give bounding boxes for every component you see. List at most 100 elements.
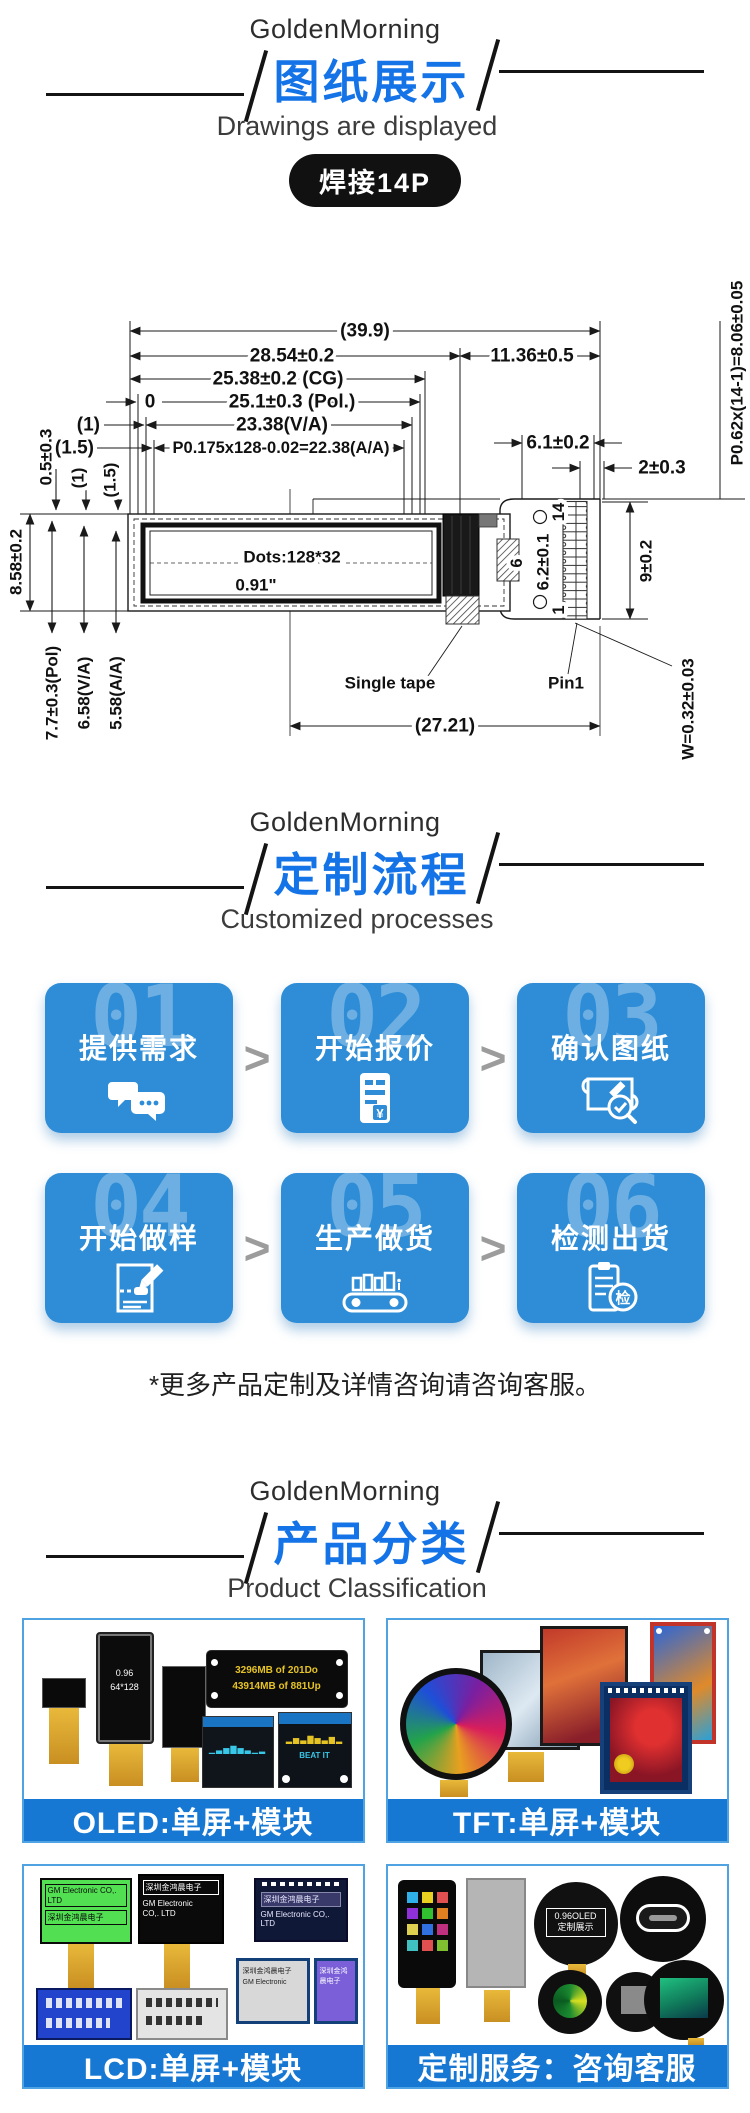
dim-2: 2±0.3: [638, 458, 685, 479]
dim-2721: (27.21): [415, 716, 475, 737]
custom-round-green: [537, 1970, 602, 2034]
label-single-tape: Single tape: [345, 674, 436, 693]
category-card-lcd: GM Electronic CO,. LTD 深圳金鸿晨电子 深圳金鸿晨电子 G…: [21, 1864, 365, 2089]
single-tape-area: [445, 595, 480, 625]
screw-hole: [703, 1628, 710, 1634]
badge-row: 焊接14P: [0, 154, 750, 207]
drawings-title-row: 图纸展示: [0, 38, 750, 123]
products-section-header: GoldenMorning 产品分类 Product Classificatio…: [0, 1476, 750, 1604]
step-number: 01: [90, 983, 191, 1067]
category-banner-custom: 定制服务：咨询客服: [387, 2045, 727, 2087]
brand-text: GoldenMorning: [249, 1476, 441, 1506]
screen-equalizer: ▂▅▃▇▅▃▆▂: [285, 1735, 344, 1744]
process-section-header: GoldenMorning 定制流程 Customized processes: [0, 807, 750, 935]
step-label: 开始报价: [314, 1033, 435, 1064]
screw-hole: [339, 1775, 348, 1783]
round-screen-window: [635, 1904, 690, 1932]
slash-decoration: [475, 38, 500, 112]
process-step-3: 03 确认图纸: [517, 983, 705, 1133]
dim-6: 6: [508, 558, 526, 567]
dim-2854: 28.54±0.2: [250, 346, 334, 367]
dim-overall: (39.9): [340, 321, 390, 342]
category-banner-oled: OLED:单屏+模块: [23, 1799, 363, 1841]
pin-connector: [562, 500, 588, 620]
flow-arrow: >: [243, 1032, 271, 1084]
svg-text:¥: ¥: [376, 1106, 384, 1121]
chat-icon: [45, 1077, 233, 1125]
blueprint-check-icon: [517, 1071, 705, 1125]
screen-text: 深圳金鸿晨电子: [260, 1892, 341, 1907]
screen-text: BEAT IT: [299, 1751, 330, 1760]
step-number: 02: [326, 983, 427, 1067]
dim-pin-pitch: P0.62x(14-1)=8.06±0.05: [728, 281, 747, 466]
oled-module-small: [41, 1678, 86, 1708]
screen-text: GM Electronic CO,. LTD: [44, 1884, 127, 1908]
lcd-module-gray: 深圳金鸿晨电子 GM Electronic: [235, 1958, 310, 2024]
label-size: 0.91": [235, 576, 276, 595]
screen-text: 深圳金鸿晨电子: [44, 1910, 127, 1926]
step-label: 确认图纸: [550, 1033, 671, 1064]
process-step-5: 05 生产做货: [281, 1173, 469, 1323]
section-title: 图纸展示: [273, 56, 470, 108]
section-subtitle: Drawings are displayed: [216, 111, 498, 141]
step-label: 生产做货: [314, 1223, 435, 1254]
step-number: 06: [562, 1173, 663, 1257]
process-step-6: 06 检测出货 检: [517, 1173, 705, 1323]
pcb-pin-strip: [278, 1713, 351, 1724]
screen-text-lines: [45, 2018, 110, 2028]
dim-1136: 11.36±0.5: [490, 346, 574, 367]
custom-phone-blank: [465, 1878, 526, 1988]
category-card-tft: TFT:单屏+模块: [385, 1618, 729, 1843]
flow-arrow: >: [243, 1222, 271, 1274]
pcb-pin-strip: [261, 1882, 342, 1886]
lcd-module-purple: 深圳金鸿晨电子: [313, 1958, 358, 2024]
oled-photo-mock: 0.96 64*128 3296MB of 201Do 43914MB of 8…: [23, 1620, 363, 1799]
fpc-cable: [415, 1988, 440, 2024]
product-category-grid: 0.96 64*128 3296MB of 201Do 43914MB of 8…: [21, 1618, 729, 2089]
step-label: 开始做样: [78, 1223, 199, 1254]
dim-05: 0.5±0.3: [37, 429, 56, 486]
dim-77pol: 7.7±0.3(Pol): [43, 646, 62, 740]
slash-decoration: [475, 831, 500, 905]
welding-14p-badge: 焊接14P: [288, 154, 462, 207]
rose-screen: [609, 1698, 682, 1782]
technical-drawing: (39.9) 28.54±0.2 11.36±0.5 25.38±0.2 (CG…: [3, 277, 750, 764]
dim-w032: W=0.32±0.03: [679, 658, 698, 759]
inspection-icon: 检: [517, 1261, 705, 1315]
category-card-oled: 0.96 64*128 3296MB of 201Do 43914MB of 8…: [21, 1618, 365, 1843]
dim-558aa: 5.58(A/A): [107, 656, 126, 730]
section-title: 定制流程: [273, 849, 470, 901]
process-step-2: 02 开始报价 ¥: [281, 983, 469, 1133]
section-subtitle: Product Classification: [227, 1573, 487, 1603]
screen-text: 深圳金鸿晨电子: [142, 1880, 219, 1895]
fpc-cable: [163, 1944, 190, 1988]
dim-cg: 25.38±0.2 (CG): [213, 369, 344, 390]
label-pin1: Pin1: [548, 674, 584, 693]
products-title-row: 产品分类: [0, 1500, 750, 1585]
module-outline: [127, 498, 601, 625]
screw-hole: [210, 1659, 218, 1666]
dim-left-15: (1.5): [101, 463, 120, 498]
svg-text:检: 检: [615, 1289, 630, 1307]
process-flow-grid: 01 提供需求 > 02 开始报价 ¥: [45, 983, 705, 1323]
title-line-right: [499, 1531, 704, 1535]
aurora-screen: [659, 1978, 708, 2018]
round-screen-art: [552, 1984, 587, 2018]
lcd-module-green: GM Electronic CO,. LTD 深圳金鸿晨电子: [39, 1878, 132, 1944]
lcd-photo-mock: GM Electronic CO,. LTD 深圳金鸿晨电子 深圳金鸿晨电子 G…: [23, 1866, 363, 2045]
quotation-icon: ¥: [281, 1071, 469, 1125]
fpc-cable: [507, 1752, 544, 1782]
fpc-cable: [48, 1708, 79, 1764]
fpc-cable: [67, 1944, 94, 1988]
dim-va: 23.38(V/A): [236, 415, 328, 436]
step-label: 检测出货: [550, 1223, 671, 1254]
dim-one: (1): [77, 415, 100, 436]
production-line-icon: [281, 1265, 469, 1315]
lcd-module-navy: 深圳金鸿晨电子 GM Electronic CO,. LTD: [253, 1878, 348, 1942]
screen-text: 0.96: [115, 1668, 134, 1678]
screen-bar: [648, 1915, 677, 1921]
slash-decoration: [475, 1500, 500, 1574]
